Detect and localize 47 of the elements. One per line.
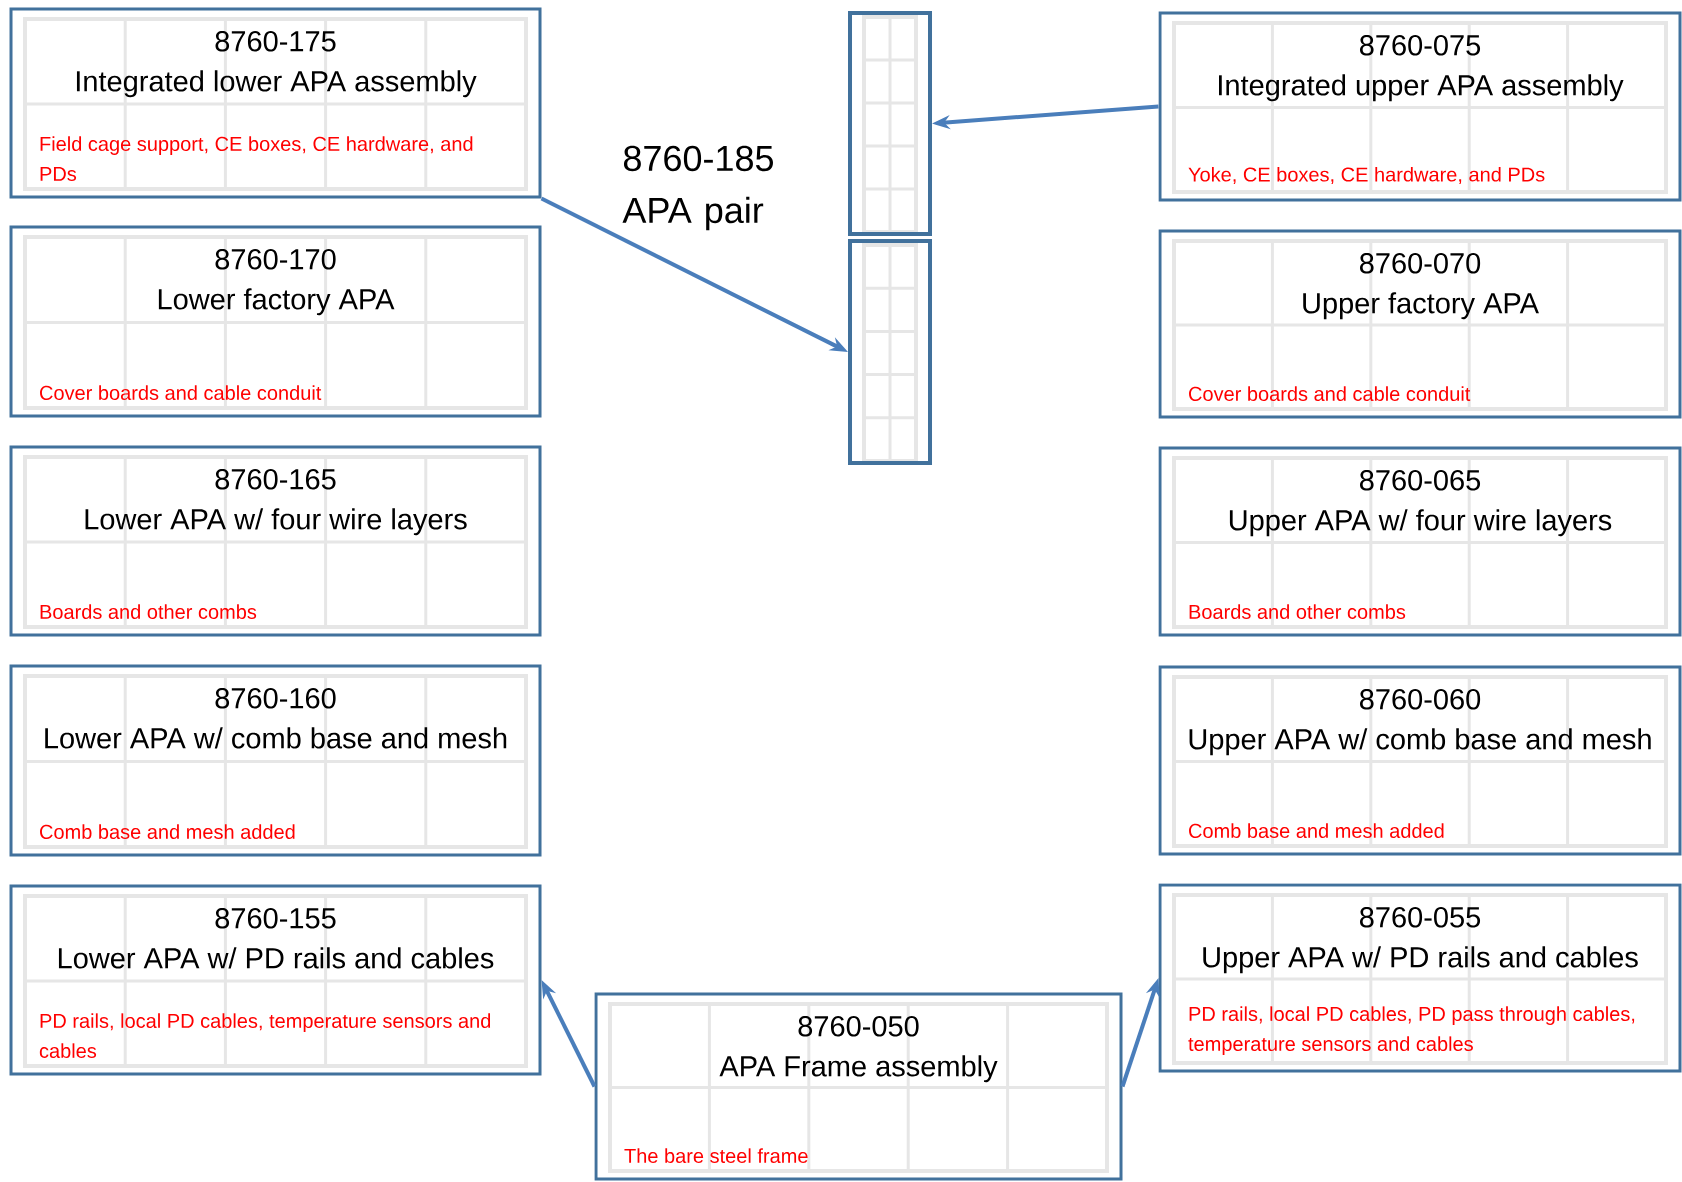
assembly-box (9, 225, 542, 418)
apa-panel (848, 239, 932, 465)
note-text: Comb base and mesh added (40, 824, 295, 839)
apa-panel (848, 11, 932, 236)
assembly-box (9, 884, 542, 1076)
assembly-box (9, 445, 542, 637)
assembly-title: Lower APA w/ comb base and mesh (45, 727, 507, 749)
assembly-box (1158, 11, 1682, 202)
assembly-title: Upper APA w/ comb base and mesh (1189, 728, 1651, 756)
assembly-box (1158, 883, 1682, 1073)
assembly-title: Upper APA w/ PD rails and cables (1203, 946, 1638, 974)
note-text: Field cage support, CE boxes, CE hardware, and PDs (40, 136, 473, 181)
assembly-title: Integrated lower APA assembly (76, 70, 477, 98)
note-text: Boards and other combs (1189, 604, 1406, 619)
assembly-title: Lower APA w/ PD rails and cables (58, 947, 494, 969)
note-text: Boards and other combs (40, 604, 257, 619)
note-text: PD rails, local PD cables, temperature sensors and cables (39, 1013, 491, 1058)
assembly-box (594, 992, 1123, 1181)
part-number: 8760-050 (798, 1016, 919, 1037)
part-number: 8760-070 (1360, 253, 1481, 274)
note-text: PD rails, local PD cables, PD pass through cables, temperature sensors and cables (1188, 1006, 1635, 1055)
assembly-box (1158, 665, 1682, 856)
part-number: 8760-155 (215, 908, 336, 929)
part-number: 8760-060 (1360, 689, 1481, 710)
assembly-title: Lower APA w/ four wire layers (85, 508, 467, 536)
assembly-box (1158, 229, 1682, 419)
note-text: The bare steel frame (624, 1148, 808, 1163)
part-number: 8760-175 (215, 31, 336, 52)
note-text: Cover boards and cable conduit (40, 385, 322, 400)
assembly-label: 8760-185 APA pair (622, 145, 773, 231)
assembly-box (9, 664, 542, 857)
part-number: 8760-170 (215, 249, 336, 270)
assembly-title: APA Frame assembly (719, 1055, 998, 1083)
part-number: 8760-065 (1360, 470, 1481, 491)
assembly-title: Lower factory APA (158, 288, 395, 316)
assembly-title: Integrated upper APA assembly (1219, 74, 1624, 102)
assembly-box (9, 7, 542, 199)
part-number: 8760-160 (215, 688, 336, 709)
assembly-box (1158, 446, 1682, 637)
part-number: 8760-165 (215, 469, 336, 490)
part-number: 8760-055 (1360, 907, 1481, 928)
assembly-title: Upper factory APA (1303, 292, 1539, 320)
note-text: Cover boards and cable conduit (1189, 386, 1471, 401)
note-text: Yoke, CE boxes, CE hardware, and PDs (1188, 166, 1545, 184)
part-number: 8760-075 (1360, 35, 1481, 56)
assembly-title: Upper APA w/ four wire layers (1229, 509, 1612, 537)
note-text: Comb base and mesh added (1189, 823, 1444, 838)
